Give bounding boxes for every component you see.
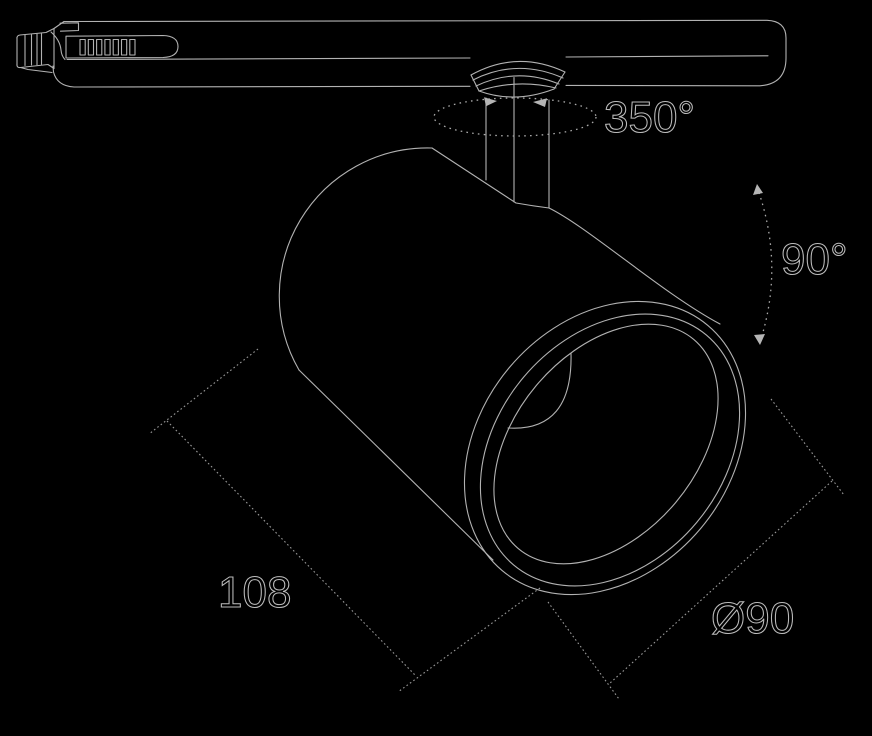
svg-text:350°: 350° (604, 93, 695, 142)
svg-text:90°: 90° (781, 235, 848, 284)
svg-text:108: 108 (218, 568, 291, 617)
svg-text:Ø90: Ø90 (711, 594, 794, 643)
